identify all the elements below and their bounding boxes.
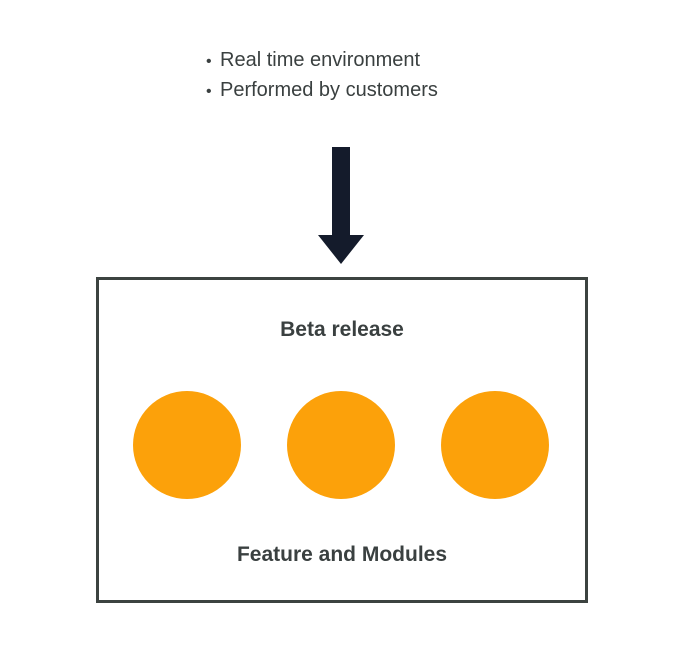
note-item: Real time environment bbox=[206, 46, 438, 76]
box-title: Beta release bbox=[280, 318, 404, 341]
box-caption: Feature and Modules bbox=[236, 543, 448, 566]
module-circle bbox=[133, 391, 241, 499]
notes-list: Real time environment Performed by custo… bbox=[206, 46, 438, 106]
module-circle bbox=[287, 391, 395, 499]
module-circle bbox=[441, 391, 549, 499]
beta-release-box: Beta release Feature and Modules bbox=[96, 277, 588, 603]
note-item: Performed by customers bbox=[206, 76, 438, 106]
down-arrow-icon bbox=[318, 147, 364, 264]
